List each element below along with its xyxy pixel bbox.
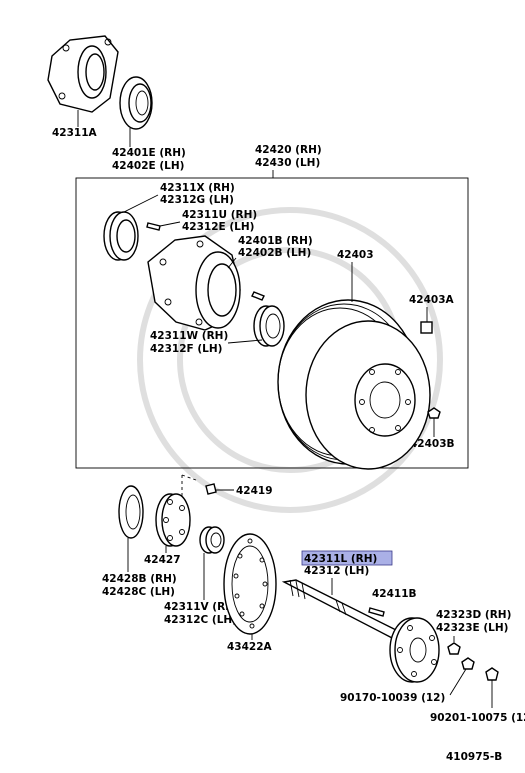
label-42311L[interactable]: 42311L (RH) — [304, 553, 377, 565]
label-42430: 42430 (LH) — [255, 157, 320, 169]
label-43422A: 43422A — [227, 641, 273, 653]
label-90170-10039: 90170-10039 (12) — [340, 692, 445, 704]
label-42428C: 42428C (LH) — [102, 586, 175, 598]
label-42311A: 42311A — [52, 127, 98, 139]
nut-42419 — [181, 474, 234, 510]
label-42401B: 42401B (RH) — [238, 235, 313, 247]
label-42411B: 42411B — [372, 588, 417, 600]
washer-90170-10039 — [449, 657, 475, 696]
label-42311X: 42311X (RH) — [160, 182, 235, 194]
nut-90201-10075 — [485, 667, 499, 708]
label-90201-10075: 90201-10075 (12) — [430, 712, 525, 724]
inner-bearing-42311W — [227, 305, 285, 347]
label-42401E: 42401E (RH) — [112, 147, 186, 159]
label-42419: 42419 — [236, 485, 273, 497]
label-42312: 42312 (LH) — [304, 565, 369, 577]
plate-42427 — [155, 493, 191, 553]
label-42402E: 42402E (LH) — [112, 160, 184, 172]
label-42427: 42427 — [144, 554, 181, 566]
brake-drum-42403 — [277, 262, 431, 470]
axle-shaft-42311L — [281, 578, 440, 683]
label-42323E: 42323E (LH) — [436, 622, 508, 634]
label-42312E: 42312E (LH) — [182, 221, 254, 233]
label-42403: 42403 — [337, 249, 374, 261]
label-42311W: 42311W (RH) — [150, 330, 228, 342]
drum-screw-42403B — [427, 407, 441, 437]
label-42420: 42420 (RH) — [255, 144, 322, 156]
oil-seal-42401E — [119, 76, 153, 147]
stud-42411B — [368, 607, 385, 617]
label-42403A: 42403A — [409, 294, 455, 306]
hub-bolt-42311U — [146, 221, 181, 231]
label-42311U: 42311U (RH) — [182, 209, 257, 221]
outer-bearing-42311X — [103, 194, 159, 261]
hole-plug-42403A — [420, 307, 433, 334]
label-42428B: 42428B (RH) — [102, 573, 177, 585]
label-42312F: 42312F (LH) — [150, 343, 222, 355]
gasket-43422A — [223, 533, 277, 640]
label-42402B: 42402B (LH) — [238, 247, 311, 259]
retainer-42428B — [118, 485, 144, 572]
bearing-42311V — [199, 526, 225, 600]
nut-42323D — [447, 636, 461, 655]
highlight-42311L — [301, 550, 393, 566]
axle-hub-42401B — [147, 235, 265, 331]
axle-housing-42311A — [47, 35, 119, 127]
label-42323D: 42323D (RH) — [436, 609, 511, 621]
diagram-id: 410975-B — [446, 751, 502, 763]
label-42312G: 42312G (LH) — [160, 194, 234, 206]
label-42312C: 42312C (LH) — [164, 614, 237, 626]
label-42311V: 42311V (RH) — [164, 601, 239, 613]
label-42403B: 42403B — [410, 438, 455, 450]
hub-drum-assembly-box — [75, 177, 469, 469]
